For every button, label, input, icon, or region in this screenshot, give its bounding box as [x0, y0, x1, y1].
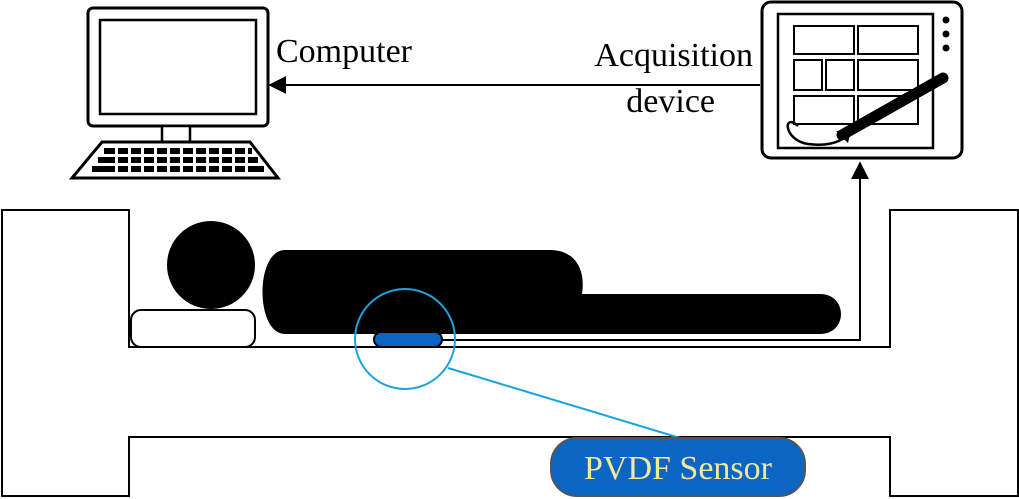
- sensor-callout-line: [447, 367, 681, 439]
- sensor-label-badge: PVDF Sensor: [550, 437, 806, 497]
- person-silhouette-icon: [167, 221, 841, 334]
- pvdf-sensor-strip: [373, 331, 443, 348]
- acquisition-label-line1: Acquisition: [594, 37, 753, 74]
- acquisition-label-line2: device: [626, 83, 715, 120]
- bed-frame: [1, 209, 1019, 497]
- sensor-label: PVDF Sensor: [584, 450, 773, 487]
- pillow: [130, 309, 256, 348]
- keyboard-keys: [92, 148, 264, 172]
- computer-label: Computer: [276, 33, 413, 70]
- signal-cable-arrow: [438, 161, 869, 341]
- tablet-stylus-icon: [760, 0, 964, 160]
- computer-icon: [68, 6, 282, 180]
- sensor-highlight-circle: [354, 288, 456, 390]
